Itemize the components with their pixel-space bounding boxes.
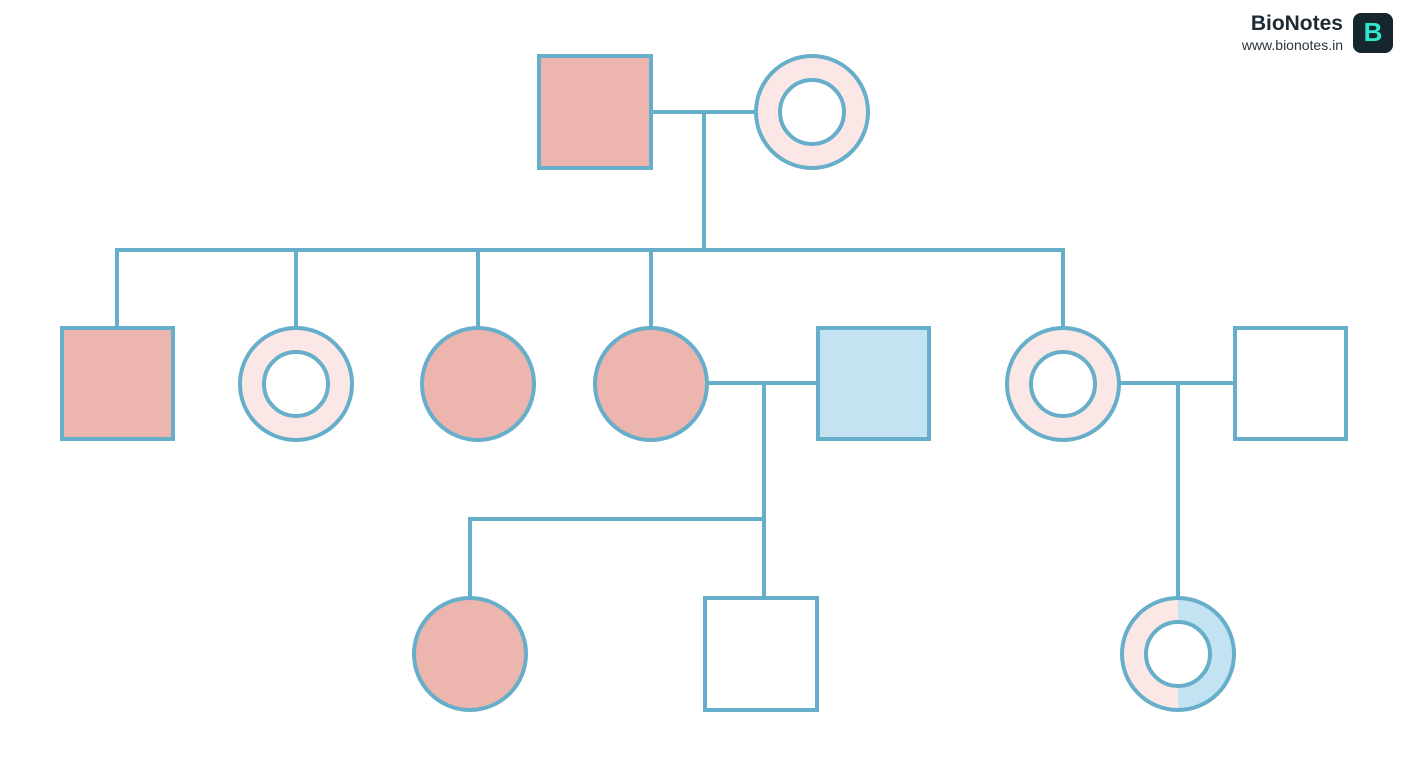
individual-II-3-female-affected <box>420 326 536 442</box>
individual-II-5-male-blue <box>816 326 931 441</box>
individual-II-7-male-unaffected <box>1233 326 1348 441</box>
pedigree-lines <box>115 110 1236 599</box>
brand-name: BioNotes <box>1250 12 1343 35</box>
individual-III-1-female-affected <box>412 596 528 712</box>
brand-url: www.bionotes.in <box>1241 37 1343 54</box>
individual-I-1-male-affected <box>537 54 653 170</box>
individual-II-4-female-affected <box>593 326 709 442</box>
individual-I-2-female-carrier <box>754 54 870 170</box>
individual-II-1-male-affected <box>60 326 175 441</box>
brand-text: BioNotes www.bionotes.in <box>1242 12 1343 53</box>
individual-III-2-male-unaffected <box>703 596 819 712</box>
individual-II-6-female-carrier <box>1005 326 1121 442</box>
individual-III-3-female-double-carrier <box>1120 596 1236 712</box>
brand-logo-icon: B <box>1353 12 1393 53</box>
brand-watermark: BioNotes www.bionotes.in B <box>1242 12 1393 53</box>
individual-II-2-female-carrier <box>238 326 354 442</box>
